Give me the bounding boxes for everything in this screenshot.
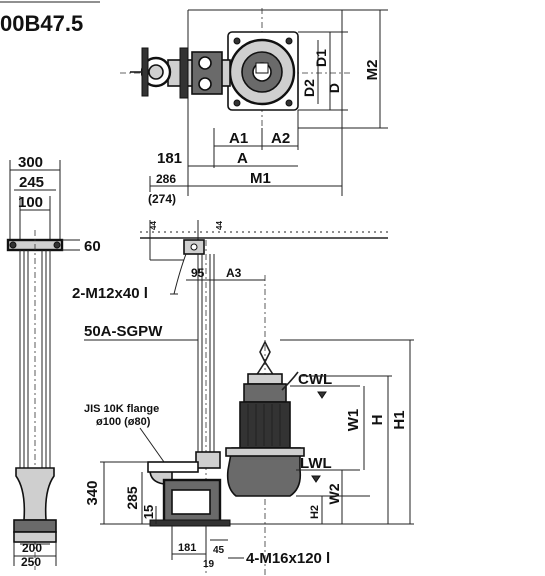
dim-181-bottom: 181: [178, 542, 196, 554]
dim-h1: H1: [391, 410, 408, 429]
dim-a1: A1: [229, 130, 248, 147]
dim-a: A: [237, 150, 248, 167]
model-title: 00B47.5: [0, 11, 83, 36]
flange-label-line1: JIS 10K flange: [84, 403, 159, 415]
guide-pipe-side-view: 300 245 100 60 200 250: [6, 154, 101, 570]
dim-95: 95: [191, 266, 205, 280]
plan-view: [120, 8, 350, 196]
dim-100: 100: [18, 194, 43, 211]
dim-245: 245: [19, 174, 44, 191]
dim-h: H: [369, 415, 386, 426]
dim-d: D: [326, 83, 342, 93]
bolt-m12-label: 2-M12x40 l: [72, 285, 148, 302]
mark-top-b: 44: [215, 221, 224, 230]
dim-h2: H2: [309, 505, 321, 519]
cwl-label: CWL: [298, 371, 332, 388]
dim-a2: A2: [271, 130, 290, 147]
dim-285: 285: [124, 486, 140, 510]
dim-m1: M1: [250, 170, 271, 187]
dim-19: 19: [203, 559, 215, 570]
dim-15: 15: [141, 505, 156, 519]
lwl-label: LWL: [300, 455, 332, 472]
mark-top-a: 44: [149, 221, 158, 230]
pipe-label: 50A-SGPW: [84, 323, 163, 340]
dim-181-top: 181: [157, 150, 182, 167]
dim-d1: D1: [313, 49, 329, 67]
flange-label-line2: ø100 (ø80): [96, 416, 151, 428]
dim-250: 250: [21, 555, 41, 569]
dim-340: 340: [84, 480, 101, 505]
main-side-view: 44 44 95 A3 2-M12x40 l 50A-SGPW: [72, 220, 414, 576]
dim-w1: W1: [345, 409, 362, 432]
dim-286: 286: [156, 172, 176, 186]
dim-200: 200: [22, 541, 42, 555]
dim-m2: M2: [364, 60, 381, 81]
bolt-m16-label: 4-M16x120 l: [246, 550, 330, 567]
dim-60: 60: [84, 238, 101, 255]
dim-w2: W2: [326, 483, 342, 504]
dim-300: 300: [18, 154, 43, 171]
dim-d2: D2: [301, 79, 317, 97]
dim-274: (274): [148, 192, 176, 206]
plan-dimensions: M2 D1 D2 D A1 A2 181 A 286 (274) M1: [148, 9, 388, 206]
dim-45: 45: [213, 545, 225, 556]
dim-a3: A3: [226, 266, 242, 280]
